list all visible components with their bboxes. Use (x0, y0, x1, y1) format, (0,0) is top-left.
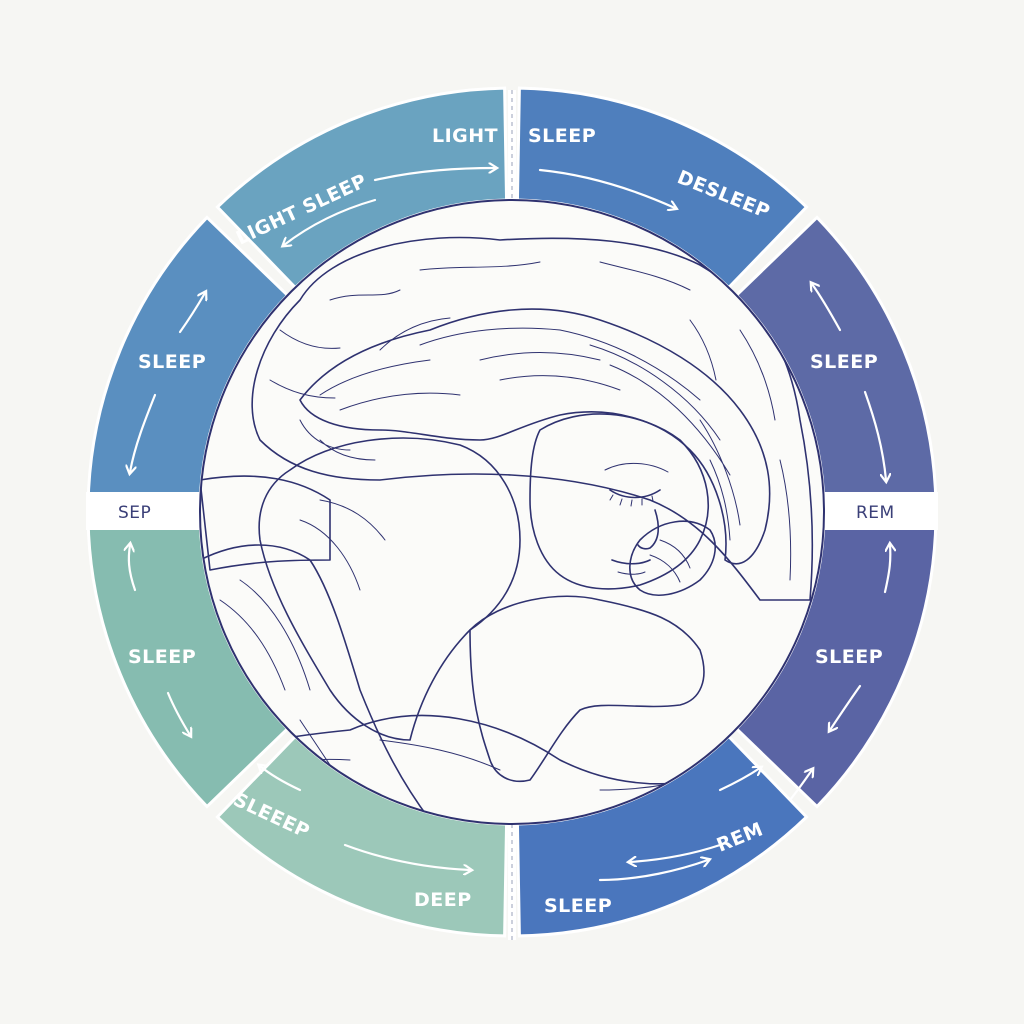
left-divider-band (86, 492, 212, 530)
label-bottom-right-outer: SLEEP (544, 895, 612, 917)
pillow (251, 236, 814, 601)
label-right-divider: REM (856, 503, 895, 523)
sheet (200, 475, 331, 571)
label-right-upper: SLEEP (810, 351, 878, 373)
arm (469, 595, 705, 782)
hand (629, 520, 716, 596)
torso (258, 437, 521, 741)
label-right-lower: SLEEP (815, 646, 883, 668)
label-top-left-outer: LIGHT (432, 125, 498, 147)
blanket (200, 544, 431, 821)
hair (299, 308, 771, 565)
label-left-upper: SLEEP (138, 351, 206, 373)
sleeping-woman-illustration (200, 236, 824, 824)
label-bottom-left-outer: DEEP (414, 889, 472, 911)
label-left-lower: SLEEP (128, 646, 196, 668)
inner-disc (199, 199, 825, 825)
label-top-right-outer: SLEEP (528, 125, 596, 147)
closed-eye (609, 489, 661, 499)
ring-arrows (129, 168, 890, 882)
label-left-divider: SEP (118, 503, 151, 523)
right-divider-band (812, 492, 938, 530)
